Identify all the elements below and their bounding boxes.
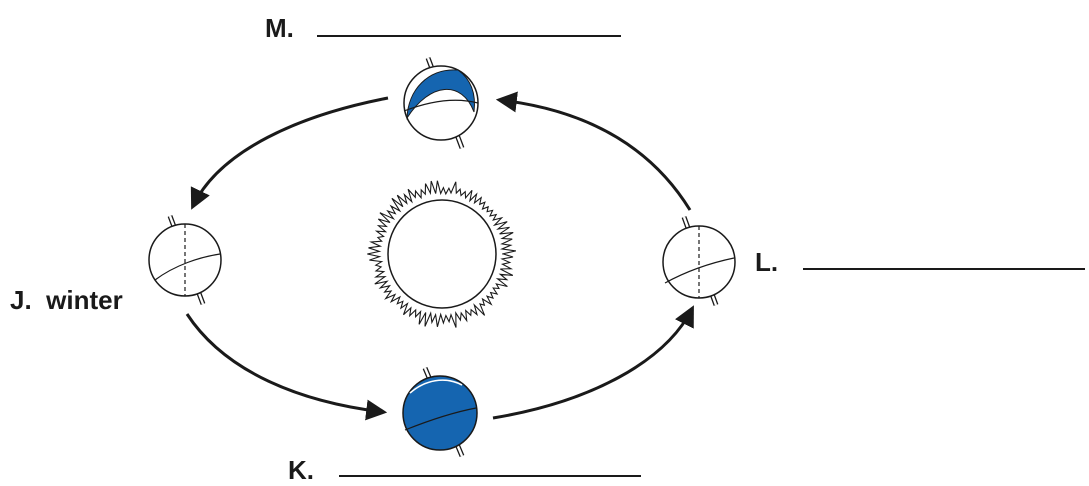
answer-line-k[interactable] bbox=[339, 475, 641, 477]
earth-globe-icon-l bbox=[662, 216, 736, 306]
earth-globe-icon-j bbox=[148, 215, 222, 305]
label-k: K. bbox=[288, 455, 321, 486]
label-m: M. bbox=[265, 13, 301, 44]
sun-icon bbox=[367, 180, 517, 328]
earth-globe-icon-m bbox=[403, 57, 479, 149]
label-j-answer: winter bbox=[46, 285, 123, 315]
label-l: L. bbox=[755, 247, 785, 278]
orbit-arrow-l-to-m bbox=[495, 91, 692, 211]
label-j-letter: J. bbox=[10, 285, 32, 315]
label-k-letter: K. bbox=[288, 455, 314, 485]
orbit-arrow-m-to-j bbox=[190, 96, 389, 210]
label-m-letter: M. bbox=[265, 13, 294, 43]
orbit-arrow-k-to-l bbox=[492, 305, 694, 420]
earth-globe-icon-k bbox=[402, 367, 478, 457]
label-j: J. winter bbox=[10, 285, 123, 316]
orbit-arrow-j-to-k bbox=[185, 313, 388, 421]
label-l-letter: L. bbox=[755, 247, 779, 277]
answer-line-m[interactable] bbox=[317, 35, 621, 37]
answer-line-l[interactable] bbox=[803, 268, 1085, 270]
